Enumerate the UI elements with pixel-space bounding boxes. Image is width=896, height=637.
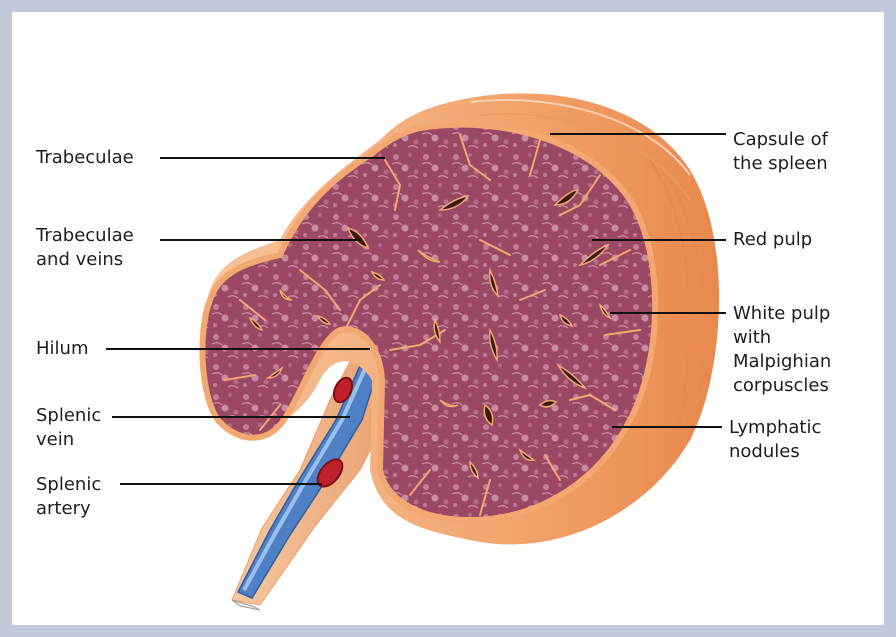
label-lymphatic-line1: Lymphatic bbox=[729, 416, 821, 440]
label-splenic-artery-line2: artery bbox=[36, 497, 91, 521]
label-trabeculae-veins-line1: Trabeculae bbox=[36, 224, 134, 248]
label-capsule-line1: Capsule of bbox=[733, 128, 828, 152]
label-red-pulp: Red pulp bbox=[733, 228, 812, 252]
label-splenic-vein-line1: Splenic bbox=[36, 404, 101, 428]
red-pulp-face bbox=[202, 125, 655, 520]
label-white-pulp-line2: with bbox=[733, 326, 771, 350]
label-capsule-line2: the spleen bbox=[733, 152, 828, 176]
label-white-pulp-line4: corpuscles bbox=[733, 374, 829, 398]
label-trabeculae: Trabeculae bbox=[36, 146, 134, 170]
label-white-pulp-line3: Malpighian bbox=[733, 350, 831, 374]
label-splenic-artery-line1: Splenic bbox=[36, 473, 101, 497]
label-lymphatic-line2: nodules bbox=[729, 440, 800, 464]
label-hilum: Hilum bbox=[36, 337, 88, 361]
label-splenic-vein-line2: vein bbox=[36, 428, 74, 452]
label-trabeculae-veins-line2: and veins bbox=[36, 248, 123, 272]
label-white-pulp-line1: White pulp bbox=[733, 302, 830, 326]
